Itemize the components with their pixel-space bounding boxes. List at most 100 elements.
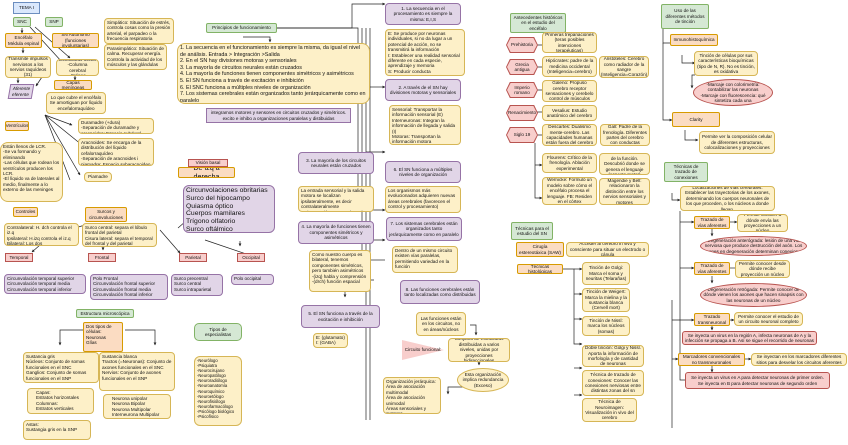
piamadre-node: Piamadre	[84, 172, 112, 182]
immuno-node: Inmunohistoquímica	[670, 34, 718, 46]
astas-node: Astas: Sustangia gris en la SNP	[23, 420, 91, 440]
technique-golgi: Tinción de Golgi: Marca el soma y neurit…	[582, 262, 630, 285]
principios-node: Principios de funcionamiento	[206, 23, 277, 33]
basal-list: Circunvolaciones obritarias Surco del hi…	[183, 185, 275, 233]
especialistas-list: -Neurólogo -Psiquiatra -Neurocirujano -N…	[194, 356, 242, 426]
principle-5: 5. El SN funciona a través de la excitac…	[301, 305, 380, 328]
principle-6-detail: Los organismos más evolucionados adquier…	[385, 186, 461, 213]
sustancia-blanca-node: Sustancia blanca Tractos (=Neuronas): Co…	[99, 352, 175, 391]
frontal-list: Polo Frontal Circunvolación frontal supe…	[90, 274, 168, 300]
principle-3-detail: La entrada sensorial y la salida motora …	[298, 186, 374, 212]
tipos-especialistas-node: Tipos de especialistas	[194, 323, 242, 341]
ventriculos-node: Ventrículos	[5, 121, 29, 131]
occipital-list: Polo occipital	[231, 274, 274, 285]
gall-detail: Gall: Padre de la frenología. Diferentes…	[600, 124, 650, 146]
aracnoides-node: Aracnoides: Se encarga de la distribució…	[78, 138, 154, 166]
clarity-detail: Permite ver la composición celular de di…	[699, 131, 775, 154]
localizaciones-node: Localizaciones de vías cerebrales. Estab…	[680, 186, 775, 211]
vesalius-detail: Vesalius: Estudio anatómico del cerebro	[542, 105, 597, 121]
contralateral-node: Contralateral: H. dch controla el iz.q I…	[4, 223, 79, 246]
retrograda-node: Degeneración retrógada: Permite conocer …	[700, 283, 807, 307]
title-box: TEMA I	[13, 2, 40, 14]
lcr-node: Están llenos de LCR. -Se va formando y e…	[0, 142, 63, 202]
trazado-title: Técnicas de trazado de conexiones	[664, 162, 708, 182]
technique-weigert: Tinción de Weigert: Marca la mielina y l…	[582, 288, 630, 312]
izq-derecha-node: De izq a derecha	[178, 167, 235, 178]
parietal-list: Surco precentral Surco central Surco int…	[171, 274, 223, 296]
period-roma: Imperio romano	[507, 83, 537, 97]
wernicke-detail: Wernicke: Formuló un modelo sobre cómo e…	[542, 177, 597, 205]
cirugia-detail: Acceder al cerebro in vivo y consciente …	[566, 242, 649, 257]
snc-node: SNC	[13, 17, 31, 27]
hipocrates-detail: Hipócrates: padre de la medicina occiden…	[542, 56, 597, 77]
cirugia-node: Cirugía estereotáxica (SAW)	[516, 242, 564, 257]
staining-title: Uso de las diferentes métodos de tinción	[661, 4, 709, 29]
estructuras-oseas-node: Estructuras óseas -Columna cerebral -Crá…	[56, 59, 99, 76]
marcadores-node: Marcadores convencionales no transneuron…	[678, 353, 745, 366]
surco-central-node: Surco central: separa el lóbulo frontal …	[82, 223, 157, 247]
histologicas-node: Técnicas histológicas	[517, 264, 563, 274]
neuronas-tipos-node: Neurona unipolar Neurona Bipolar Neurona…	[103, 394, 171, 419]
parasimpatico-node: Parasimpático: Situación de calma. Recup…	[104, 44, 167, 70]
prehistoria-detail: Primeras trepanaciones (teras posibles i…	[542, 32, 597, 53]
technique-neuroimagen: Técnica de Neuroimagen: Visualización in…	[582, 398, 637, 422]
period-prehistoria: Prehistoria	[507, 38, 537, 52]
principle-3: 3. La mayoría de los circuitos neurales …	[298, 152, 374, 174]
estructura-micro-node: Estructura microscópica	[76, 309, 134, 318]
principle-4-detail: Como nuestro cuerpo es bilateral, tenemo…	[309, 250, 371, 292]
principle-1-detail: E: Se produce por neuronas individuales,…	[385, 29, 465, 76]
principle-2: 2. A través de el SN hay divisiones moto…	[385, 79, 461, 101]
snp-node: SNP	[45, 17, 63, 27]
controles-node: Controles	[13, 207, 38, 217]
simpatico-node: Simpático: Situación de estrés, controla…	[104, 18, 174, 44]
aristoteles-detail: Aristóteles: Cerebro como radiador de la…	[599, 56, 649, 78]
principle-7-detail: Dentro de un mismo circuito existen vías…	[392, 246, 458, 273]
virus-ab-node: Se inyecta un virus en la región A, infe…	[682, 331, 817, 345]
lobe-parietal: Parietal	[179, 253, 207, 262]
sn-autonomo-node: SN Autónomo (funciones involuntarias)	[52, 33, 99, 48]
descartes-detail: Descartes: Dualismo mente-cerebro. Las c…	[542, 124, 597, 146]
principle-2-detail: Sensorial: Transportar la información se…	[389, 105, 461, 145]
lobe-occipital: Occipital	[237, 253, 265, 262]
principle-8: 8. Las funciones cerebrales están tanto …	[400, 280, 480, 304]
clarity-node: Clarity	[672, 112, 720, 127]
principle-5-detail: E: (glutamato) I: (GABA)	[313, 333, 348, 348]
magendie-detail: Magendie y Bell: relacionaron la distinc…	[599, 178, 650, 205]
virus-orden-node: Se inyecta un virus en A para detectar n…	[685, 372, 830, 389]
technique-nissl: Tinción de Nissl: marca los núcleos (som…	[582, 316, 630, 336]
sustancia-gris-node: Sustancia gris Núcleos: Conjunto de soma…	[23, 352, 99, 383]
lobe-frontal: Frontal	[88, 253, 116, 262]
surcos-node: Surcos y circunvoluciones	[85, 207, 127, 222]
history-title: Antecedentes históricos en el estudio de…	[510, 13, 566, 33]
circuito-funcional-label: Circuito funcional:	[404, 347, 442, 353]
capas-node: Capas: Estratos horizontales Columnas: E…	[27, 388, 94, 414]
cubre-encefalo-node: Lo que cubre el encéfalo Se amortiguan p…	[46, 92, 106, 114]
aferentes1-node: Trazado de vías aferentes	[694, 216, 730, 229]
jerarquica-node: Organización jerárquica: Área de asociac…	[383, 377, 441, 414]
integramos-node: integramos motores y sensores en circuit…	[206, 108, 351, 123]
period-renacimiento: Renacimiento	[507, 106, 537, 120]
broca-detail: Broca: Localización de la función. Descu…	[599, 153, 650, 175]
technique-doble: Doble tinción: Golgi y Nissl. Aporta la …	[582, 345, 644, 367]
vision-basal-node: Visión basal	[188, 159, 228, 167]
marcaje-node: -Marcaje con colorimetría: contabilizar …	[693, 79, 773, 106]
principle-7: 7. Los sistemas cerebrales están organiz…	[386, 217, 462, 241]
transneuronal-node: Trazado transneuronal	[694, 313, 730, 326]
duramadre-node: Duramadre (+dura) -Separación de duramad…	[78, 118, 154, 134]
aferentes2-node: Trazado de vías aferentes	[694, 262, 730, 275]
techniques-title: Técnicas para el estudio del SN	[511, 222, 553, 240]
aferentes2-detail: Permite conocer desde dónde recibe proye…	[735, 260, 790, 278]
redundancia-node: Esta organización implica redundancia (E…	[457, 368, 509, 392]
anterograda-node: Degeneración anterógrada: lesión de una …	[700, 236, 807, 256]
principle-4: 4. La mayoría de funciones tienen compon…	[298, 221, 374, 244]
lobe-temporal: Temporal	[5, 253, 33, 262]
technique-trazado: Técnica de trazado de conexiones: Conoce…	[582, 370, 644, 396]
period-grecia: Grecia antigua	[507, 60, 537, 74]
conjunto-node: Conjunto de estructuras distribuidas a v…	[448, 338, 510, 362]
galeno-detail: Galeno: Propuso cerebro receptor sensaci…	[542, 80, 597, 102]
temporal-list: Circunvolación temporal superior Circunv…	[4, 274, 86, 294]
principios-list: 1. La secuencia en el funcionamiento es …	[177, 43, 370, 104]
capas-meningeas-node: Capas meníngeas	[54, 80, 92, 90]
transmite-node: Transmite impulsos nerviosos a los nervi…	[5, 56, 51, 78]
principle-8-detail: Las funciones están en los circuitos, no…	[416, 312, 466, 336]
